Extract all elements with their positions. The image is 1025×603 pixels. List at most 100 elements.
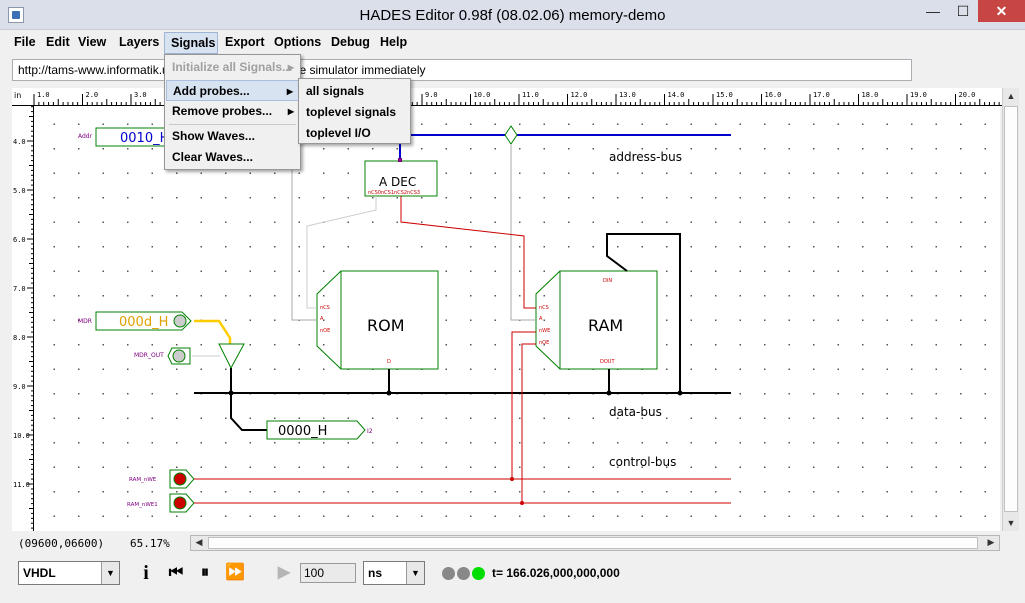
ruler-label: 3.0 (134, 91, 147, 99)
language-value: VHDL (23, 566, 56, 580)
horizontal-scroll-thumb[interactable] (208, 537, 978, 549)
ruler-label: 11.0 (522, 91, 539, 99)
menu-clear-waves[interactable]: Clear Waves... (172, 150, 253, 164)
window-title: HADES Editor 0.98f (08.02.06) memory-dem… (359, 7, 666, 24)
zoom-level: 65.17% (130, 537, 170, 550)
time-unit-select[interactable]: ns ▼ (363, 561, 425, 585)
menu-initialize-signals[interactable]: Initialize all Signals...▶ (166, 57, 299, 78)
title-bar: HADES Editor 0.98f (08.02.06) memory-dem… (0, 0, 1025, 30)
mdr-signal-label: MDR (78, 318, 92, 325)
close-button[interactable]: ✕ (978, 0, 1025, 22)
menu-show-waves[interactable]: Show Waves... (172, 129, 255, 143)
mdr-ipin[interactable] (95, 311, 192, 331)
ram-nwe-switch-icon[interactable] (173, 472, 187, 486)
schematic-canvas[interactable]: address-bus Addr 0010_H A DEC nCS0nCS1nC… (34, 106, 1000, 531)
info-button[interactable]: i (143, 562, 149, 584)
language-select[interactable]: VHDL ▼ (18, 561, 120, 585)
data-bus-label: data-bus (609, 405, 662, 419)
adec-pin-a (398, 158, 402, 162)
hex-display[interactable] (266, 420, 366, 440)
scroll-down-icon[interactable]: ▼ (1006, 518, 1016, 528)
rom-pin-ncs: nCS (320, 305, 330, 311)
ram-nwe-label: RAM_nWE (129, 477, 157, 483)
rom-label: ROM (367, 316, 405, 335)
junction-dot (520, 501, 524, 505)
run-duration-input[interactable]: 100 (300, 563, 356, 583)
minimize-button[interactable]: — (926, 3, 940, 19)
menu-edit[interactable]: Edit (46, 35, 70, 49)
ram-nwe1-switch-icon[interactable] (173, 496, 187, 510)
ruler-label: 12.0 (571, 91, 588, 99)
rom-pin-a: A (320, 316, 324, 322)
menu-debug[interactable]: Debug (331, 35, 370, 49)
ruler-label: 6.0 (13, 236, 26, 244)
menu-layers[interactable]: Layers (119, 35, 160, 49)
menu-probe-toplevel-signals[interactable]: toplevel signals (306, 105, 397, 119)
status-led-gray-icon (457, 567, 470, 580)
adec-label: A DEC (379, 175, 416, 189)
junction-dot (606, 390, 612, 396)
mdr-switch-icon[interactable] (173, 314, 187, 328)
pause-button[interactable]: ⏸ (200, 564, 209, 581)
ruler-label: 1.0 (37, 91, 50, 99)
ruler-unit: in (14, 91, 21, 100)
vertical-scroll-thumb[interactable] (1004, 106, 1018, 512)
bus-ripper-icon[interactable] (504, 125, 518, 145)
control-bus-label: control-bus (609, 455, 676, 469)
ruler-label: 11.0 (13, 481, 30, 489)
menu-view[interactable]: View (78, 35, 107, 49)
ram-pin-noe: nOE (539, 340, 549, 346)
menu-separator (169, 124, 296, 125)
menu-options[interactable]: Options (274, 35, 322, 49)
menu-add-probes[interactable]: Add probes...▶ (166, 80, 299, 101)
vertical-scrollbar[interactable]: ▲ ▼ (1002, 88, 1019, 531)
out-value: 0000_H (278, 424, 327, 439)
ram-component[interactable] (559, 270, 658, 370)
addr-value: 0010_H (120, 131, 169, 146)
submenu-arrow-icon: ▶ (287, 107, 294, 116)
ruler-label: 10.0 (13, 432, 30, 440)
chevron-down-icon[interactable]: ▼ (101, 562, 119, 584)
mdr-out-switch-icon[interactable] (172, 349, 186, 363)
maximize-button[interactable]: ☐ (956, 3, 970, 19)
ruler-label: 18.0 (862, 91, 879, 99)
menu-remove-probes[interactable]: Remove probes...▶ (166, 101, 299, 122)
scroll-left-icon[interactable]: ◀ (195, 537, 203, 547)
ruler-label: 10.0 (474, 91, 491, 99)
fast-forward-button[interactable]: ⏩ (225, 564, 245, 581)
addr-to-ram-wire (510, 144, 536, 321)
menu-probe-toplevel-io[interactable]: toplevel I/O (306, 126, 371, 140)
ram-pin-a: A (539, 316, 543, 322)
ram-pin-din: DIN (603, 278, 612, 284)
add-probes-submenu: all signals toplevel signals toplevel I/… (298, 78, 411, 144)
menu-file[interactable]: File (14, 35, 36, 49)
noe-to-ram-wire (521, 343, 536, 503)
chevron-down-icon[interactable]: ▼ (406, 562, 424, 584)
menu-help[interactable]: Help (380, 35, 408, 49)
ram-din-loop (606, 233, 681, 393)
simulation-time: t= 166.026,000,000,000 (492, 566, 620, 580)
scroll-right-icon[interactable]: ▶ (987, 537, 995, 547)
menu-probe-all-signals[interactable]: all signals (306, 84, 365, 98)
rewind-button[interactable]: ⏮ (168, 564, 184, 581)
addr-signal-label: Addr (78, 133, 93, 140)
scroll-up-icon[interactable]: ▲ (1006, 91, 1016, 101)
address-bus-label: address-bus (609, 150, 682, 164)
rom-pin-noe: nOE (320, 328, 330, 334)
tristate-buffer[interactable] (218, 343, 245, 370)
menu-export[interactable]: Export (225, 35, 265, 49)
ram-pin-nwe: nWE (539, 328, 550, 334)
horizontal-scrollbar[interactable]: ◀ ▶ (190, 535, 1000, 551)
message-row: http://tams-www.informatik.uni-hamburg.d… (0, 56, 1025, 86)
ruler-label: 9.0 (13, 383, 26, 391)
ram-nwe1-label: RAM_nWE1 (127, 502, 158, 508)
ruler-label: 14.0 (668, 91, 685, 99)
menu-signals[interactable]: Signals (164, 32, 218, 54)
rom-pin-d: D (387, 359, 391, 365)
rom-component[interactable] (340, 270, 439, 370)
ncs0-wire (306, 196, 377, 309)
ruler-label: 8.0 (13, 334, 26, 342)
ruler-label: 20.0 (959, 91, 976, 99)
run-for-button[interactable]: ▶ (277, 564, 291, 581)
